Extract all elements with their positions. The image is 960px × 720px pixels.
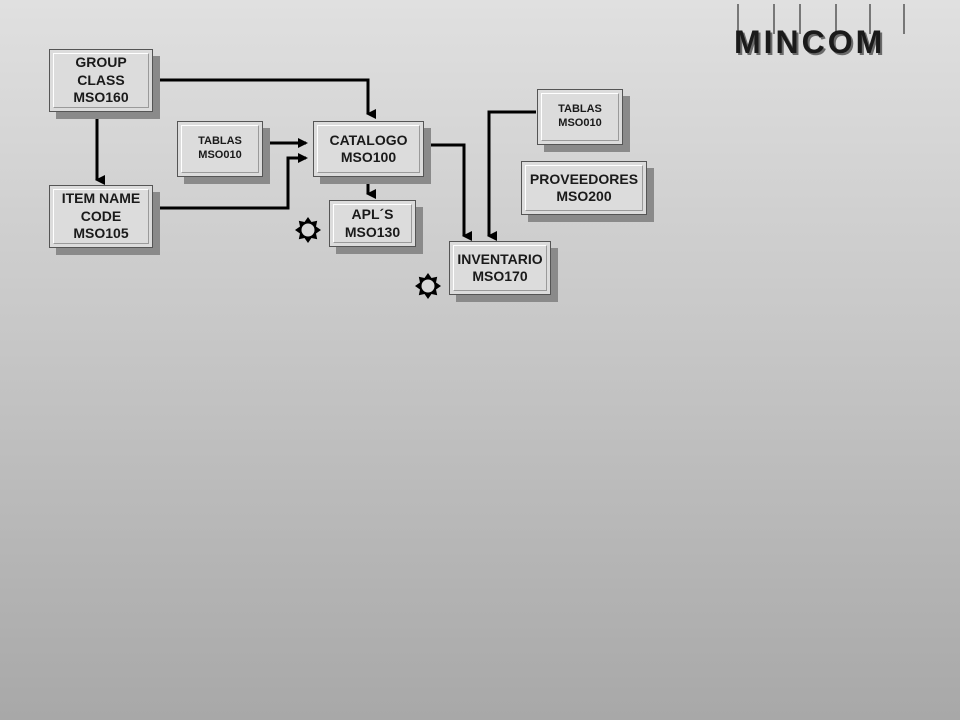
- svg-text:MINCOM: MINCOM: [736, 26, 887, 62]
- connector-group-to-catalogo: [152, 78, 376, 119]
- node-tablas-right: TABLAS MSO010: [537, 89, 623, 145]
- starburst-icon: [415, 273, 441, 299]
- mincom-logo: MINCOM MINCOM: [734, 4, 905, 62]
- connector-catalogo-to-inventario: [424, 143, 472, 241]
- node-tablas-left: TABLAS MSO010: [177, 121, 263, 177]
- connector-itemname-to-catalogo: [152, 153, 308, 210]
- node-apls: APL´S MSO130: [329, 200, 416, 247]
- node-inventario: INVENTARIO MSO170: [449, 241, 551, 295]
- node-catalogo: CATALOGO MSO100: [313, 121, 424, 177]
- starburst-icon: [295, 217, 321, 243]
- node-group-class: GROUP CLASS MSO160: [49, 49, 153, 112]
- svg-text:MINCOM: MINCOM: [734, 24, 885, 60]
- connector-tablas-to-inventario: [487, 110, 536, 241]
- node-item-name-code: ITEM NAME CODE MSO105: [49, 185, 153, 248]
- node-proveedores: PROVEEDORES MSO200: [521, 161, 647, 215]
